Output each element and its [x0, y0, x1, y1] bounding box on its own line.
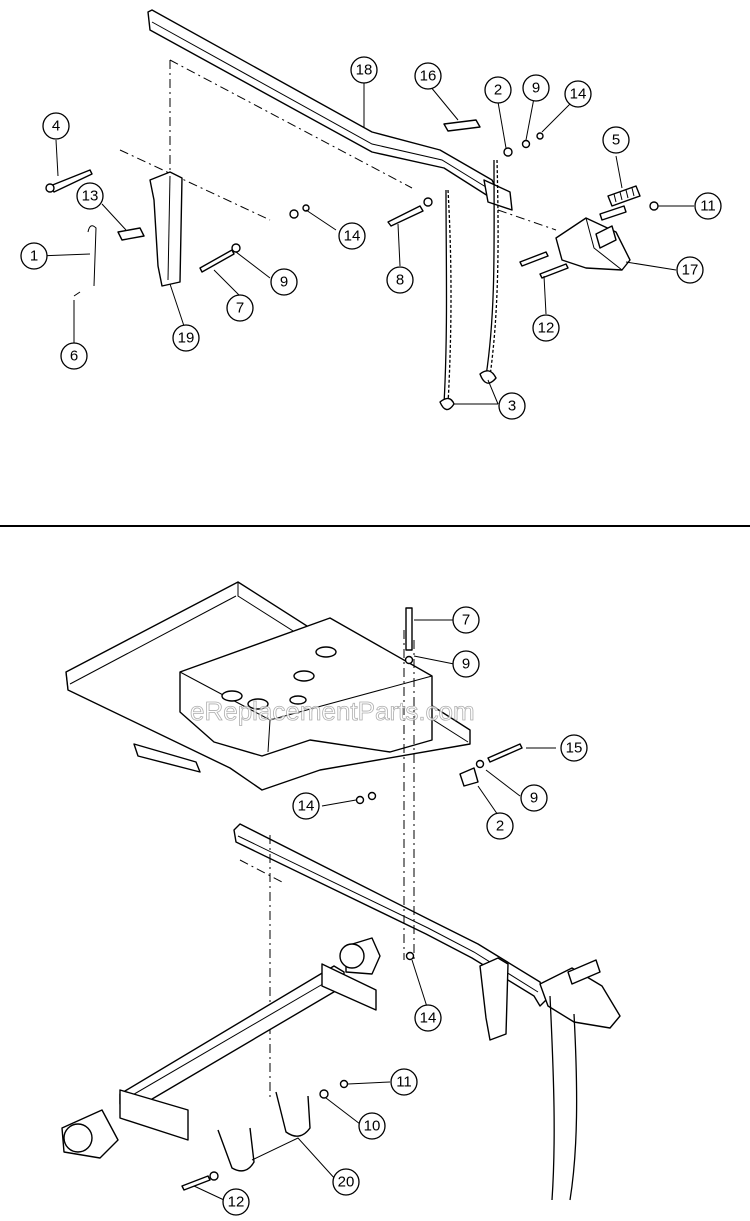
small-decal	[117, 227, 145, 241]
svg-text:7: 7	[236, 300, 244, 317]
callout-b12: 12	[222, 1188, 250, 1216]
svg-text:9: 9	[530, 790, 538, 807]
callout-b15: 15	[560, 734, 588, 762]
svg-text:14: 14	[420, 1010, 437, 1027]
callout-b11: 11	[390, 1068, 418, 1096]
bottom-assembly	[61, 581, 621, 1201]
svg-text:9: 9	[462, 656, 470, 673]
svg-text:13: 13	[82, 188, 99, 205]
safety-chain-right	[485, 159, 495, 377]
svg-text:2: 2	[496, 818, 504, 835]
callout-13: 13	[76, 182, 104, 210]
top-assembly	[45, 9, 659, 411]
svg-text:9: 9	[532, 80, 540, 97]
callout-b2: 2	[486, 812, 514, 840]
deck-box	[179, 617, 433, 757]
svg-text:10: 10	[364, 1118, 381, 1135]
svg-text:12: 12	[538, 320, 555, 337]
svg-text:20: 20	[338, 1174, 355, 1191]
hair-pin	[87, 225, 97, 287]
callout-b10: 10	[358, 1112, 386, 1140]
svg-text:15: 15	[566, 740, 583, 757]
callout-16: 16	[414, 62, 442, 90]
svg-text:8: 8	[396, 272, 404, 289]
svg-text:18: 18	[356, 62, 373, 79]
axle-bracket-left	[119, 1089, 189, 1141]
decal	[443, 119, 481, 132]
callout-19: 19	[172, 324, 200, 352]
u-bolt-2	[275, 1091, 311, 1137]
callout-9: 9	[522, 74, 550, 102]
svg-text:9: 9	[280, 274, 288, 291]
svg-text:14: 14	[298, 798, 315, 815]
svg-text:11: 11	[396, 1074, 412, 1091]
callout-2: 2	[484, 76, 512, 104]
bolt-8	[387, 205, 424, 227]
callout-1: 1	[20, 242, 48, 270]
callout-b7: 7	[452, 606, 480, 634]
svg-text:6: 6	[70, 348, 78, 365]
chain-lower-1	[549, 995, 555, 1201]
svg-text:4: 4	[52, 118, 60, 135]
callout-12: 12	[532, 314, 560, 342]
svg-text:12: 12	[228, 1194, 245, 1211]
callout-8: 8	[386, 266, 414, 294]
svg-text:14: 14	[570, 86, 587, 103]
u-bolt-1	[217, 1127, 255, 1172]
callout-b9: 9	[452, 650, 480, 678]
svg-text:19: 19	[178, 330, 195, 347]
watermark-text: eReplacementParts.com	[190, 696, 475, 726]
callout-1-group: 18 16 2 9 14 4 13 1 6 19 7 9 14 8 5 11 1…	[20, 56, 722, 420]
chain-lower-2	[569, 1013, 578, 1201]
callout-3: 3	[498, 392, 526, 420]
svg-text:14: 14	[344, 228, 361, 245]
callout-5: 5	[602, 126, 630, 154]
svg-text:17: 17	[682, 262, 699, 279]
callout-b9b: 9	[520, 784, 548, 812]
bottom-callouts-group: 7 9 15 9 2 14 14 11 10 20 12	[222, 606, 588, 1216]
callout-11: 11	[694, 192, 722, 220]
callout-b14: 14	[292, 792, 320, 820]
bolt-7	[199, 249, 235, 273]
callout-14b: 14	[338, 222, 366, 250]
axle-bracket-right	[321, 963, 377, 1011]
bottom-leaders	[193, 619, 556, 1201]
tongue-end-bracket	[483, 179, 513, 211]
axle	[119, 965, 345, 1113]
callout-18: 18	[350, 56, 378, 84]
tongue-bar	[147, 9, 501, 203]
callout-14: 14	[564, 80, 592, 108]
svg-text:16: 16	[420, 68, 437, 85]
svg-text:1: 1	[30, 248, 38, 265]
svg-text:2: 2	[494, 82, 502, 99]
callout-6: 6	[60, 342, 88, 370]
callout-b14b: 14	[414, 1004, 442, 1032]
tongue-bar-lower	[233, 823, 547, 1007]
callout-7: 7	[226, 294, 254, 322]
svg-text:7: 7	[462, 612, 470, 629]
callout-4: 4	[42, 112, 70, 140]
coupler-handle	[607, 185, 641, 207]
svg-text:5: 5	[612, 132, 620, 149]
callout-9b: 9	[270, 268, 298, 296]
svg-text:11: 11	[700, 198, 716, 215]
callout-17: 17	[676, 256, 704, 284]
svg-text:3: 3	[508, 398, 516, 415]
safety-chain-left	[443, 189, 448, 405]
mount-bracket	[149, 171, 183, 287]
small-bolt	[73, 291, 81, 297]
callout-b20: 20	[332, 1168, 360, 1196]
